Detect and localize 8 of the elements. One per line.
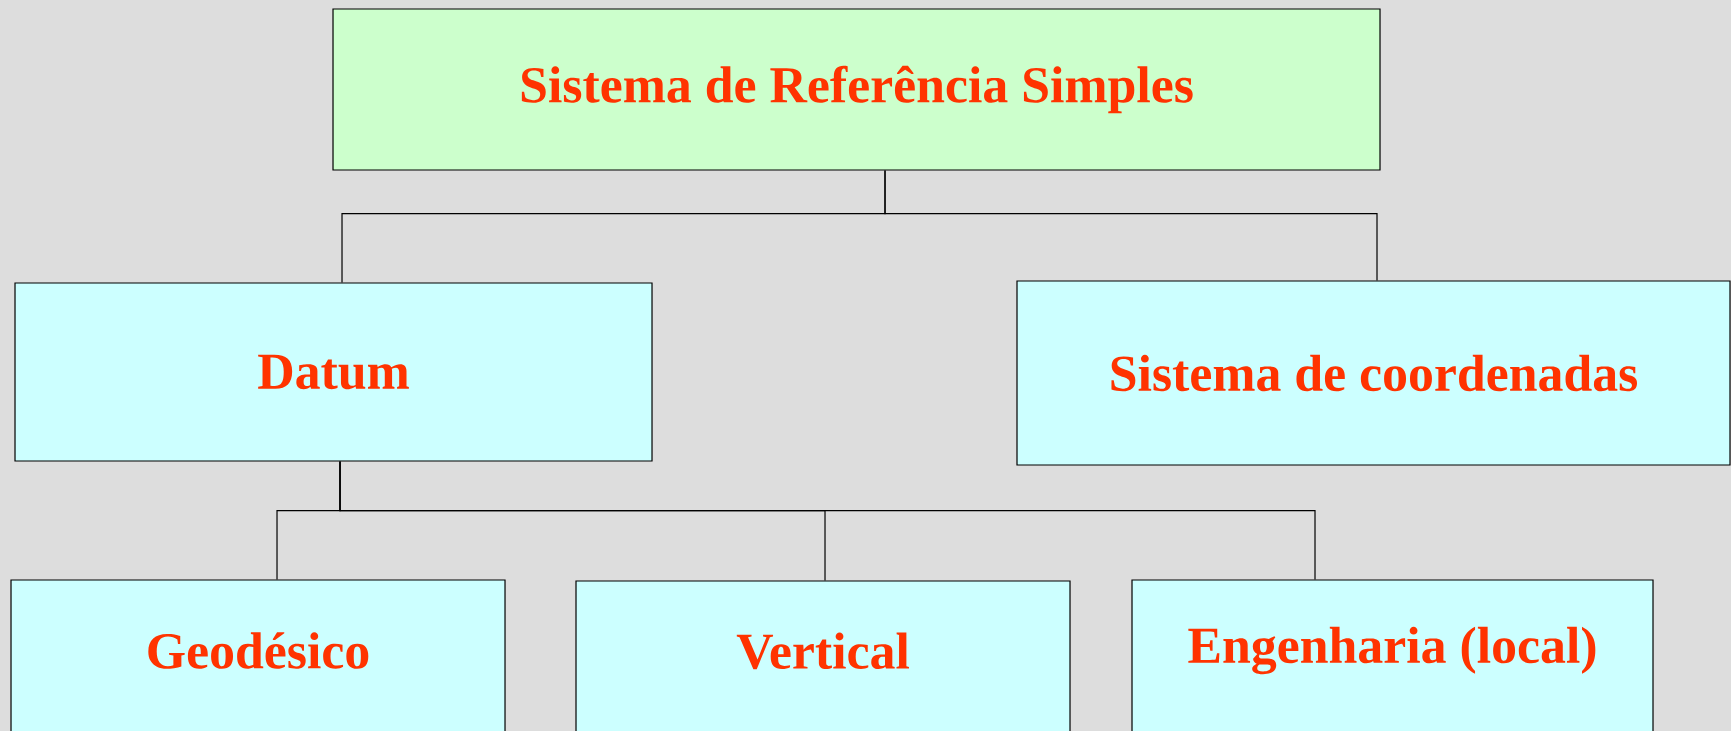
box: Engenharia (local)	[1131, 579, 1654, 731]
box: Sistema de coordenadas	[1016, 280, 1731, 466]
box: Sistema de Referência Simples	[332, 8, 1381, 171]
box: Vertical	[575, 580, 1071, 731]
box: Geodésico	[10, 579, 506, 731]
connector-line	[884, 170, 1378, 281]
box: Datum	[14, 282, 653, 462]
connector-line	[339, 461, 1316, 580]
